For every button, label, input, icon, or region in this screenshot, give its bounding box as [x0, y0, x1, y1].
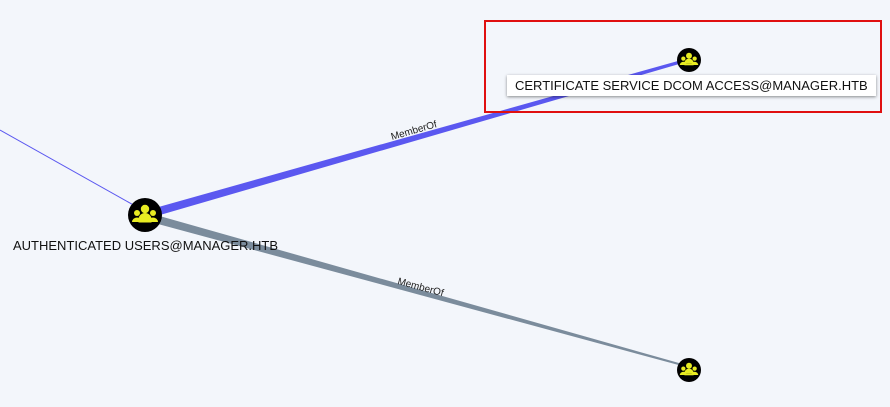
- edge-incoming[interactable]: [0, 129, 138, 208]
- edge-label-memberof-2: MemberOf: [396, 276, 445, 299]
- node-label-authenticated-users: AUTHENTICATED USERS@MANAGER.HTB: [13, 238, 279, 253]
- node-authenticated-users[interactable]: [128, 198, 162, 232]
- edge-memberof-cert-service[interactable]: [155, 59, 686, 215]
- group-icon: [679, 52, 699, 66]
- group-icon: [679, 362, 699, 376]
- node-unlabeled-group[interactable]: [677, 358, 701, 382]
- edge-memberof-unlabeled[interactable]: [156, 215, 686, 367]
- group-icon: [132, 204, 158, 223]
- node-cert-service-dcom-access[interactable]: [677, 48, 701, 72]
- highlight-box: [484, 20, 882, 113]
- node-label-cert-service-dcom-access: CERTIFICATE SERVICE DCOM ACCESS@MANAGER.…: [507, 75, 876, 96]
